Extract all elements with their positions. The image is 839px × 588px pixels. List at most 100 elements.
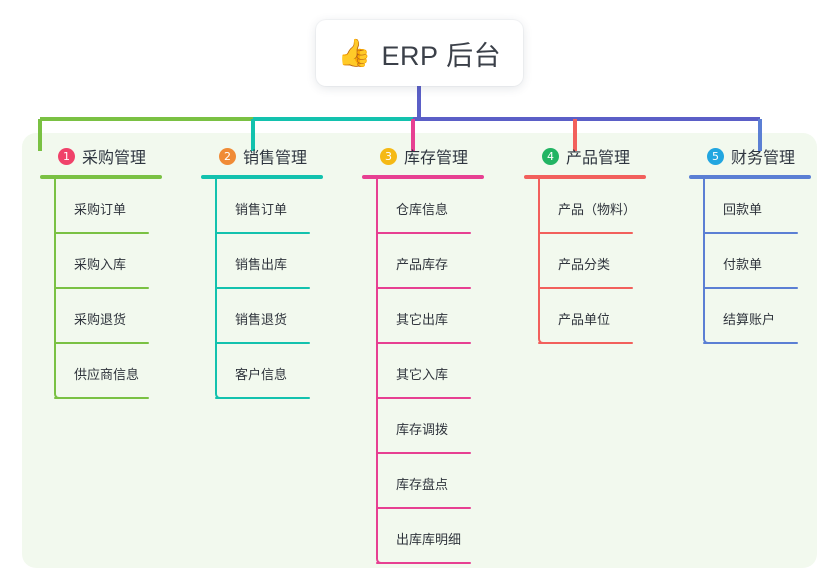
branch-item-rule <box>215 287 310 289</box>
branch-item-stem <box>703 179 705 234</box>
root-title: ERP 后台 <box>381 40 502 71</box>
branch-items-2: 销售订单销售出库销售退货客户信息 <box>215 179 351 399</box>
branch-item-label: 库存盘点 <box>396 477 449 492</box>
branch-item-label: 仓库信息 <box>396 202 449 217</box>
branch-item-label: 出库库明细 <box>396 532 462 547</box>
branch-item-label: 回款单 <box>723 202 763 217</box>
branch-header-4[interactable]: 4 产品管理 <box>524 143 674 169</box>
branch-item[interactable]: 客户信息 <box>215 344 351 399</box>
branch-item-stem <box>376 344 378 399</box>
branch-item-label: 销售出库 <box>235 257 288 272</box>
branch-badge-1: 1 <box>58 147 75 165</box>
branch-item-rule <box>215 232 310 234</box>
branch-item-rule <box>376 397 471 399</box>
branch-item[interactable]: 采购入库 <box>54 234 190 289</box>
branch-item-rule <box>538 342 633 344</box>
branch-item-stem <box>703 289 713 344</box>
branch-item-label: 结算账户 <box>723 312 776 327</box>
branch-item-label: 付款单 <box>723 257 763 272</box>
branch-item-stem <box>54 344 64 399</box>
branch-item[interactable]: 产品单位 <box>538 289 674 344</box>
branch-item-rule <box>376 507 471 509</box>
branch-badge-3: 3 <box>380 147 397 165</box>
branch-item-label: 销售退货 <box>235 312 288 327</box>
branch-item-stem <box>215 234 217 289</box>
branch-item-rule <box>703 287 798 289</box>
branch-item-stem <box>54 234 56 289</box>
branch-item-label: 库存调拨 <box>396 422 449 437</box>
branch-item-label: 采购退货 <box>74 312 127 327</box>
branch-item[interactable]: 出库库明细 <box>376 509 512 564</box>
branch-title-4: 产品管理 <box>566 150 631 167</box>
branch-item-stem <box>215 344 225 399</box>
branch-badge-4: 4 <box>542 147 559 165</box>
branch-item[interactable]: 销售退货 <box>215 289 351 344</box>
branch-item-stem <box>376 179 378 234</box>
branch-item-stem <box>376 509 386 564</box>
branch-header-rule-5 <box>689 175 811 179</box>
branch-badge-5: 5 <box>707 147 724 165</box>
branch-item-stem <box>538 289 548 344</box>
branch-item-stem <box>376 454 378 509</box>
branch-item[interactable]: 其它入库 <box>376 344 512 399</box>
branch-item[interactable]: 其它出库 <box>376 289 512 344</box>
branch-item[interactable]: 采购订单 <box>54 179 190 234</box>
branch-item-rule <box>376 342 471 344</box>
branch-item-rule <box>376 232 471 234</box>
branch-item-label: 其它入库 <box>396 367 449 382</box>
branch-item[interactable]: 库存盘点 <box>376 454 512 509</box>
branch-item[interactable]: 采购退货 <box>54 289 190 344</box>
branch-items-4: 产品（物料） 产品分类产品单位 <box>538 179 674 344</box>
branch-item-rule <box>54 232 149 234</box>
branch-header-rule-3 <box>362 175 484 179</box>
branch-item[interactable]: 仓库信息 <box>376 179 512 234</box>
branch-header-rule-2 <box>201 175 323 179</box>
branch-item-label: 产品单位 <box>558 312 611 327</box>
branch-item[interactable]: 产品分类 <box>538 234 674 289</box>
diagram-background-panel <box>22 133 817 568</box>
branch-item-label: 产品分类 <box>558 257 611 272</box>
branch-item-stem <box>215 289 217 344</box>
branch-item-label: 销售订单 <box>235 202 288 217</box>
branch-item-rule <box>215 397 310 399</box>
branch-item-label: 采购入库 <box>74 257 127 272</box>
branch-header-rule-4 <box>524 175 646 179</box>
branch-column-4: 4 产品管理产品（物料） 产品分类产品单位 <box>524 143 674 344</box>
branch-item[interactable]: 结算账户 <box>703 289 839 344</box>
branch-item[interactable]: 回款单 <box>703 179 839 234</box>
branch-item-stem <box>54 179 56 234</box>
branch-item-stem <box>376 399 378 454</box>
branch-item[interactable]: 付款单 <box>703 234 839 289</box>
branch-item[interactable]: 库存调拨 <box>376 399 512 454</box>
branch-item-rule <box>54 342 149 344</box>
branch-item-stem <box>538 234 540 289</box>
branch-item-label: 采购订单 <box>74 202 127 217</box>
branch-item-stem <box>376 289 378 344</box>
root-node[interactable]: 👍 ERP 后台 <box>316 20 523 86</box>
thumbs-up-emoji: 👍 <box>337 37 372 68</box>
branch-items-1: 采购订单采购入库采购退货供应商信息 <box>54 179 190 399</box>
branch-item-rule <box>538 232 633 234</box>
branch-item-label: 供应商信息 <box>74 367 140 382</box>
branch-item-label: 产品（物料） <box>558 202 637 217</box>
branch-item-rule <box>538 287 633 289</box>
branch-item-stem <box>703 234 705 289</box>
branch-item-stem <box>376 234 378 289</box>
branch-item-stem <box>54 289 56 344</box>
branch-item[interactable]: 产品库存 <box>376 234 512 289</box>
branch-item-rule <box>703 232 798 234</box>
branch-item[interactable]: 销售出库 <box>215 234 351 289</box>
branch-item-rule <box>376 452 471 454</box>
branch-item[interactable]: 产品（物料） <box>538 179 674 234</box>
branch-item[interactable]: 销售订单 <box>215 179 351 234</box>
branch-item-label: 产品库存 <box>396 257 449 272</box>
branch-item-rule <box>215 342 310 344</box>
branch-item[interactable]: 供应商信息 <box>54 344 190 399</box>
